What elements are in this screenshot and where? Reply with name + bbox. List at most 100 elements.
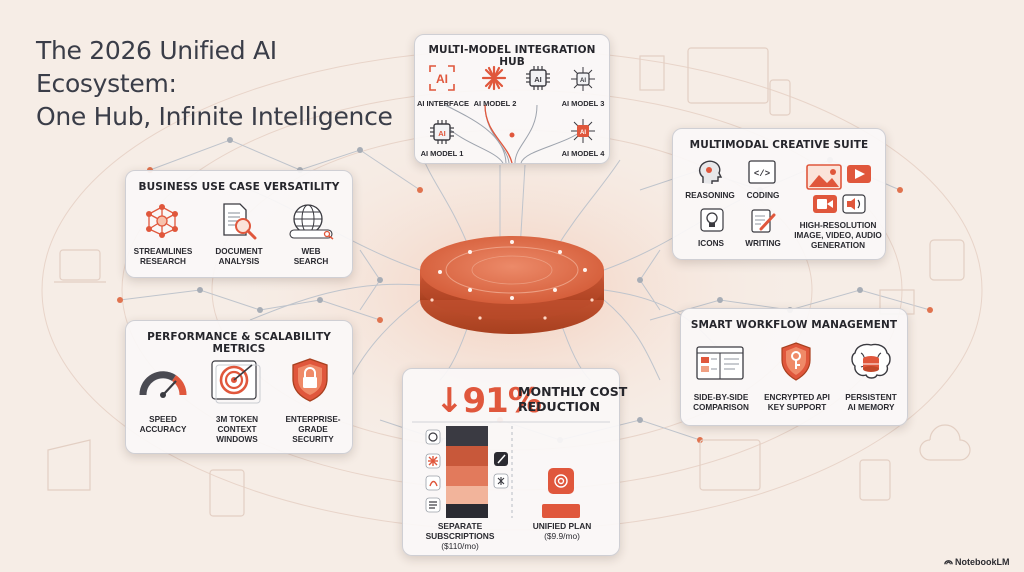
- document-analysis-line2: ANALYSIS: [218, 257, 260, 266]
- cost-reduction-title: MONTHLY COST REDUCTION: [518, 384, 627, 414]
- encrypted-api-label: ENCRYPTED API KEY SUPPORT: [761, 393, 833, 413]
- separate-line1: SEPARATE: [437, 521, 483, 531]
- ai-model-4-network-icon: AI: [571, 119, 595, 143]
- reasoning-label: REASONING: [685, 191, 735, 200]
- hub-item-ai-model-4: AI MODEL 4: [561, 149, 605, 158]
- svg-text:AI: AI: [534, 75, 542, 84]
- separate-bar-segment-1: [446, 426, 488, 446]
- workflow-card-title: SMART WORKFLOW MANAGEMENT: [690, 319, 898, 331]
- separate-bar-segment-3: [446, 466, 488, 486]
- document-analysis-line1: DOCUMENT: [215, 247, 263, 256]
- unified-price: ($9.9/mo): [544, 531, 580, 541]
- svg-text:</>: </>: [754, 169, 770, 179]
- media-line3: GENERATION: [811, 241, 865, 250]
- security-shield-lock-icon: [292, 358, 328, 402]
- down-arrow-icon: ↓: [435, 381, 463, 421]
- svg-text:AI: AI: [438, 129, 446, 138]
- separate-line2: SUBSCRIPTIONS: [425, 531, 495, 541]
- separate-bar-segment-2: [446, 446, 488, 466]
- enterprise-security-line2: GRADE: [298, 425, 328, 434]
- side-by-side-label: SIDE-BY-SIDE COMPARISON: [685, 393, 757, 413]
- token-context-line3: WINDOWS: [216, 435, 258, 444]
- image-video-audio-media-icon: [806, 164, 871, 214]
- media-generation-label: HIGH-RESOLUTION IMAGE, VIDEO, AUDIO GENE…: [793, 221, 883, 251]
- unified-line1: UNIFIED PLAN: [532, 521, 592, 531]
- token-context-line1: 3M TOKEN: [215, 415, 259, 424]
- hub-item-ai-model-3: AI MODEL 3: [561, 99, 605, 108]
- persistent-memory-line1: PERSISTENT: [845, 393, 897, 402]
- percent-value: 91%: [462, 381, 542, 421]
- web-search-line2: SEARCH: [293, 257, 329, 266]
- hub-card-title: MULTI-MODEL INTEGRATION HUB: [428, 44, 596, 68]
- cost-title-line1: MONTHLY COST: [518, 384, 628, 399]
- media-line1: HIGH-RESOLUTION: [799, 221, 877, 230]
- side-by-side-line2: COMPARISON: [693, 403, 749, 412]
- hub-card: MULTI-MODEL INTEGRATION HUB AI AI AI: [414, 34, 610, 164]
- ai-model-3-chip-icon: AI: [526, 66, 550, 90]
- web-search-globe-icon: [289, 204, 334, 240]
- svg-text:AI: AI: [580, 130, 586, 136]
- hub-item-ai-model-1: AI MODEL 1: [420, 149, 464, 158]
- enterprise-security-line1: ENTERPRISE-: [285, 415, 341, 424]
- streamlines-research-line1: STREAMLINES: [133, 247, 193, 256]
- writing-label: WRITING: [745, 239, 781, 248]
- separate-bar-segment-5: [446, 504, 488, 518]
- ai-model-2-icon: [481, 65, 507, 91]
- encrypted-api-line2: KEY SUPPORT: [767, 403, 827, 412]
- unified-plan-label: UNIFIED PLAN ($9.9/mo): [516, 521, 608, 541]
- icons-lightbulb-icon: [700, 208, 724, 232]
- hub-item-ai-interface: AI INTERFACE: [416, 99, 470, 108]
- media-line2: IMAGE, VIDEO, AUDIO: [794, 231, 882, 240]
- research-network-icon: [146, 204, 178, 238]
- notebooklm-logo-icon: [944, 560, 953, 565]
- unified-plan-bar: [542, 504, 580, 518]
- speed-accuracy-line1: SPEED: [149, 415, 177, 424]
- speedometer-icon: [139, 371, 187, 398]
- separate-price: ($110/mo): [441, 541, 479, 551]
- ai-memory-brain-icon: [851, 343, 891, 379]
- footer-brand: NotebookLM: [955, 557, 1010, 567]
- streamlines-research-label: STREAMLINES RESEARCH: [130, 247, 196, 267]
- coding-label: CODING: [746, 191, 780, 200]
- cost-title-line2: REDUCTION: [518, 399, 601, 414]
- performance-card-title: PERFORMANCE & SCALABILITY METRICS: [147, 331, 331, 355]
- page-title: The 2026 Unified AI Ecosystem: One Hub, …: [36, 34, 416, 133]
- document-search-icon: [223, 203, 257, 240]
- token-context-label: 3M TOKEN CONTEXT WINDOWS: [202, 415, 272, 445]
- ai-model-3-network-icon: AI: [571, 67, 595, 91]
- encrypted-api-line1: ENCRYPTED API: [764, 393, 830, 402]
- separate-subscriptions-label: SEPARATE SUBSCRIPTIONS ($110/mo): [412, 521, 508, 551]
- business-card-title: BUSINESS USE CASE VERSATILITY: [138, 181, 340, 193]
- svg-text:AI: AI: [580, 78, 586, 84]
- coding-icon: </>: [748, 160, 776, 184]
- creative-card-title: MULTIMODAL CREATIVE SUITE: [689, 139, 869, 151]
- separate-bar-segment-4: [446, 486, 488, 504]
- reasoning-head-icon: [698, 160, 723, 184]
- speed-accuracy-label: SPEED ACCURACY: [128, 415, 198, 435]
- performance-card: PERFORMANCE & SCALABILITY METRICS SPEED …: [125, 320, 353, 454]
- separate-model-logos: [425, 429, 509, 513]
- icons-label: ICONS: [698, 239, 724, 248]
- ai-model-1-chip-icon: AI: [430, 120, 454, 144]
- encrypted-api-key-shield-icon: [781, 342, 811, 381]
- persistent-memory-label: PERSISTENT AI MEMORY: [835, 393, 907, 413]
- token-context-line2: CONTEXT: [217, 425, 257, 434]
- svg-text:AI: AI: [436, 72, 448, 86]
- unified-plan-logo: [548, 468, 574, 494]
- enterprise-security-label: ENTERPRISE- GRADE SECURITY: [276, 415, 350, 445]
- speed-accuracy-line2: ACCURACY: [139, 425, 187, 434]
- creative-suite-card: MULTIMODAL CREATIVE SUITE </> REASONING …: [672, 128, 886, 260]
- business-use-case-card: BUSINESS USE CASE VERSATILITY STREAMLINE…: [125, 170, 353, 278]
- title-line-2: One Hub, Infinite Intelligence: [36, 102, 393, 131]
- side-by-side-comparison-icon: [696, 346, 744, 380]
- web-search-label: WEB SEARCH: [278, 247, 344, 267]
- central-hub-disk: [420, 236, 604, 334]
- side-by-side-line1: SIDE-BY-SIDE: [693, 393, 749, 402]
- cost-reduction-percent: ↓91%: [435, 381, 542, 421]
- enterprise-security-line3: SECURITY: [292, 435, 334, 444]
- cost-comparison-graphic: [412, 421, 610, 518]
- ai-interface-icon: AI: [429, 65, 455, 91]
- persistent-memory-line2: AI MEMORY: [847, 403, 895, 412]
- document-analysis-label: DOCUMENT ANALYSIS: [206, 247, 272, 267]
- title-line-1: The 2026 Unified AI Ecosystem:: [36, 36, 277, 98]
